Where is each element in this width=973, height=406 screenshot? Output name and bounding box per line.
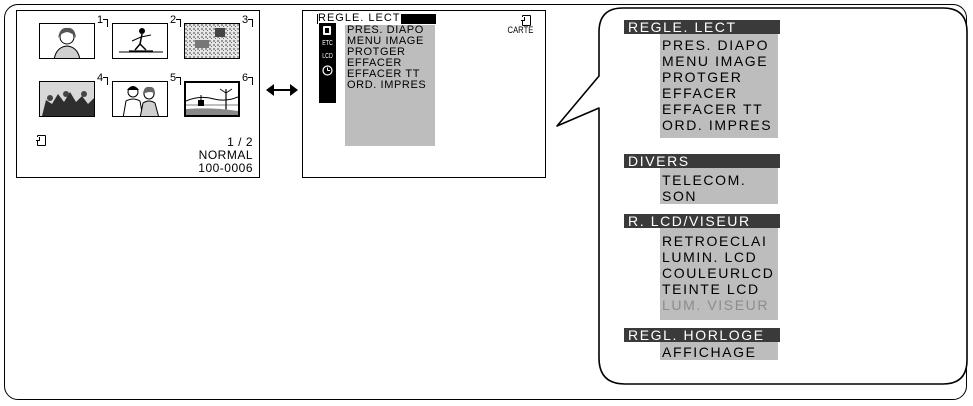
thumbnail-number: 3: [242, 14, 249, 26]
menu-item[interactable]: PRES. DIAPO: [347, 24, 424, 36]
couple-image: [122, 86, 159, 116]
menu-item[interactable]: MENU IMAGE: [347, 35, 424, 47]
memory-card-icon[interactable]: [323, 26, 331, 35]
index-screen: 1 2 3: [16, 10, 260, 178]
menu-screen: REGLE. LECT ETC LCD PRES. DIAPO MENU IMA…: [302, 10, 546, 178]
menu-group-title: REGL. HORLOGE: [628, 327, 765, 343]
file-number: 100-0006: [198, 161, 253, 175]
menu-group-title: R. LCD/VISEUR: [628, 213, 751, 229]
thumbnail-number: 6: [242, 72, 249, 84]
menu-group-body: [660, 342, 778, 360]
thumbnail-number: 1: [97, 14, 104, 26]
menu-group-items: TELECOM. SON: [662, 172, 746, 204]
thumbnail-corner-mark: [176, 77, 181, 85]
menu-item[interactable]: ORD. IMPRES: [347, 79, 427, 91]
thumbnail-number: 5: [170, 72, 177, 84]
thumbnail-corner-mark: [248, 77, 253, 85]
menu-title: REGLE. LECT: [318, 12, 401, 24]
menu-item[interactable]: EFFACER TT: [347, 68, 421, 80]
media-label: CARTE: [507, 25, 533, 35]
skier-image: [119, 28, 163, 53]
menu-group-items: PRES. DIAPO MENU IMAGE PROTGER EFFACER E…: [662, 37, 772, 133]
thumbnail-4[interactable]: [39, 81, 95, 117]
thumbnail-corner-mark: [248, 19, 253, 27]
clock-icon[interactable]: [322, 65, 333, 76]
menu-tab-strip: ETC LCD: [319, 23, 336, 103]
thumbnail-2[interactable]: [112, 23, 168, 59]
thumbnail-5[interactable]: [112, 81, 168, 117]
menu-group-body: [660, 168, 778, 204]
landscape-image: [186, 88, 238, 115]
menu-item[interactable]: EFFACER: [662, 85, 738, 101]
menu-item-disabled: LUM. VISEUR: [662, 297, 770, 313]
menu-group-items: AFFICHAGE: [662, 344, 757, 360]
portrait-image: [53, 27, 81, 58]
menu-group-body: [660, 32, 778, 138]
menu-item[interactable]: EFFACER: [347, 57, 402, 69]
menu-item[interactable]: PRES. DIAPO: [662, 37, 770, 53]
tab-etc[interactable]: ETC: [322, 40, 333, 47]
menu-item[interactable]: MENU IMAGE: [662, 53, 769, 69]
thumbnail-1[interactable]: [39, 23, 95, 59]
menu-item[interactable]: PROTGER: [347, 46, 406, 58]
menu-group-header: [624, 20, 780, 34]
memory-card-icon: [521, 15, 531, 26]
menu-group-title: REGLE. LECT: [628, 19, 737, 35]
noise-image: [185, 24, 239, 58]
thumbnail-corner-mark: [103, 19, 108, 27]
tab-lcd[interactable]: LCD: [322, 53, 333, 60]
menu-item-list: PRES. DIAPO MENU IMAGE PROTGER EFFACER E…: [347, 25, 426, 91]
thumbnail-6-selected[interactable]: [184, 81, 240, 117]
menu-item[interactable]: TEINTE LCD: [662, 281, 760, 297]
menu-item[interactable]: EFFACER TT: [662, 101, 764, 117]
thumbnail-corner-mark: [103, 77, 108, 85]
menu-item[interactable]: ORD. IMPRES: [662, 117, 773, 133]
menu-item[interactable]: SON: [662, 188, 698, 204]
menu-group-header: [624, 328, 780, 342]
crowd-image: [40, 82, 94, 116]
menu-item[interactable]: AFFICHAGE: [662, 344, 757, 360]
page-indicator: 1 / 2: [227, 135, 253, 149]
menu-item[interactable]: RETROECLAI: [662, 233, 768, 249]
menu-item[interactable]: PROTGER: [662, 69, 743, 85]
thumbnail-number: 2: [170, 14, 177, 26]
menu-item[interactable]: TELECOM.: [662, 172, 747, 188]
menu-item[interactable]: LUMIN. LCD: [662, 249, 758, 265]
thumbnail-corner-mark: [176, 19, 181, 27]
quality-mode: NORMAL: [198, 148, 253, 162]
menu-group-body: [660, 228, 778, 320]
thumbnail-3[interactable]: [184, 23, 240, 59]
menu-group-title: DIVERS: [628, 153, 690, 169]
menu-panel: [345, 25, 435, 146]
menu-group-header: [624, 214, 780, 228]
menu-item[interactable]: COULEURLCD: [662, 265, 775, 281]
memory-card-icon: [36, 135, 46, 146]
thumbnail-number: 4: [97, 72, 104, 84]
menu-group-header: [624, 154, 780, 168]
menu-group-items: RETROECLAI LUMIN. LCD COULEURLCD TEINTE …: [662, 233, 774, 313]
double-arrow-icon: [266, 84, 298, 96]
